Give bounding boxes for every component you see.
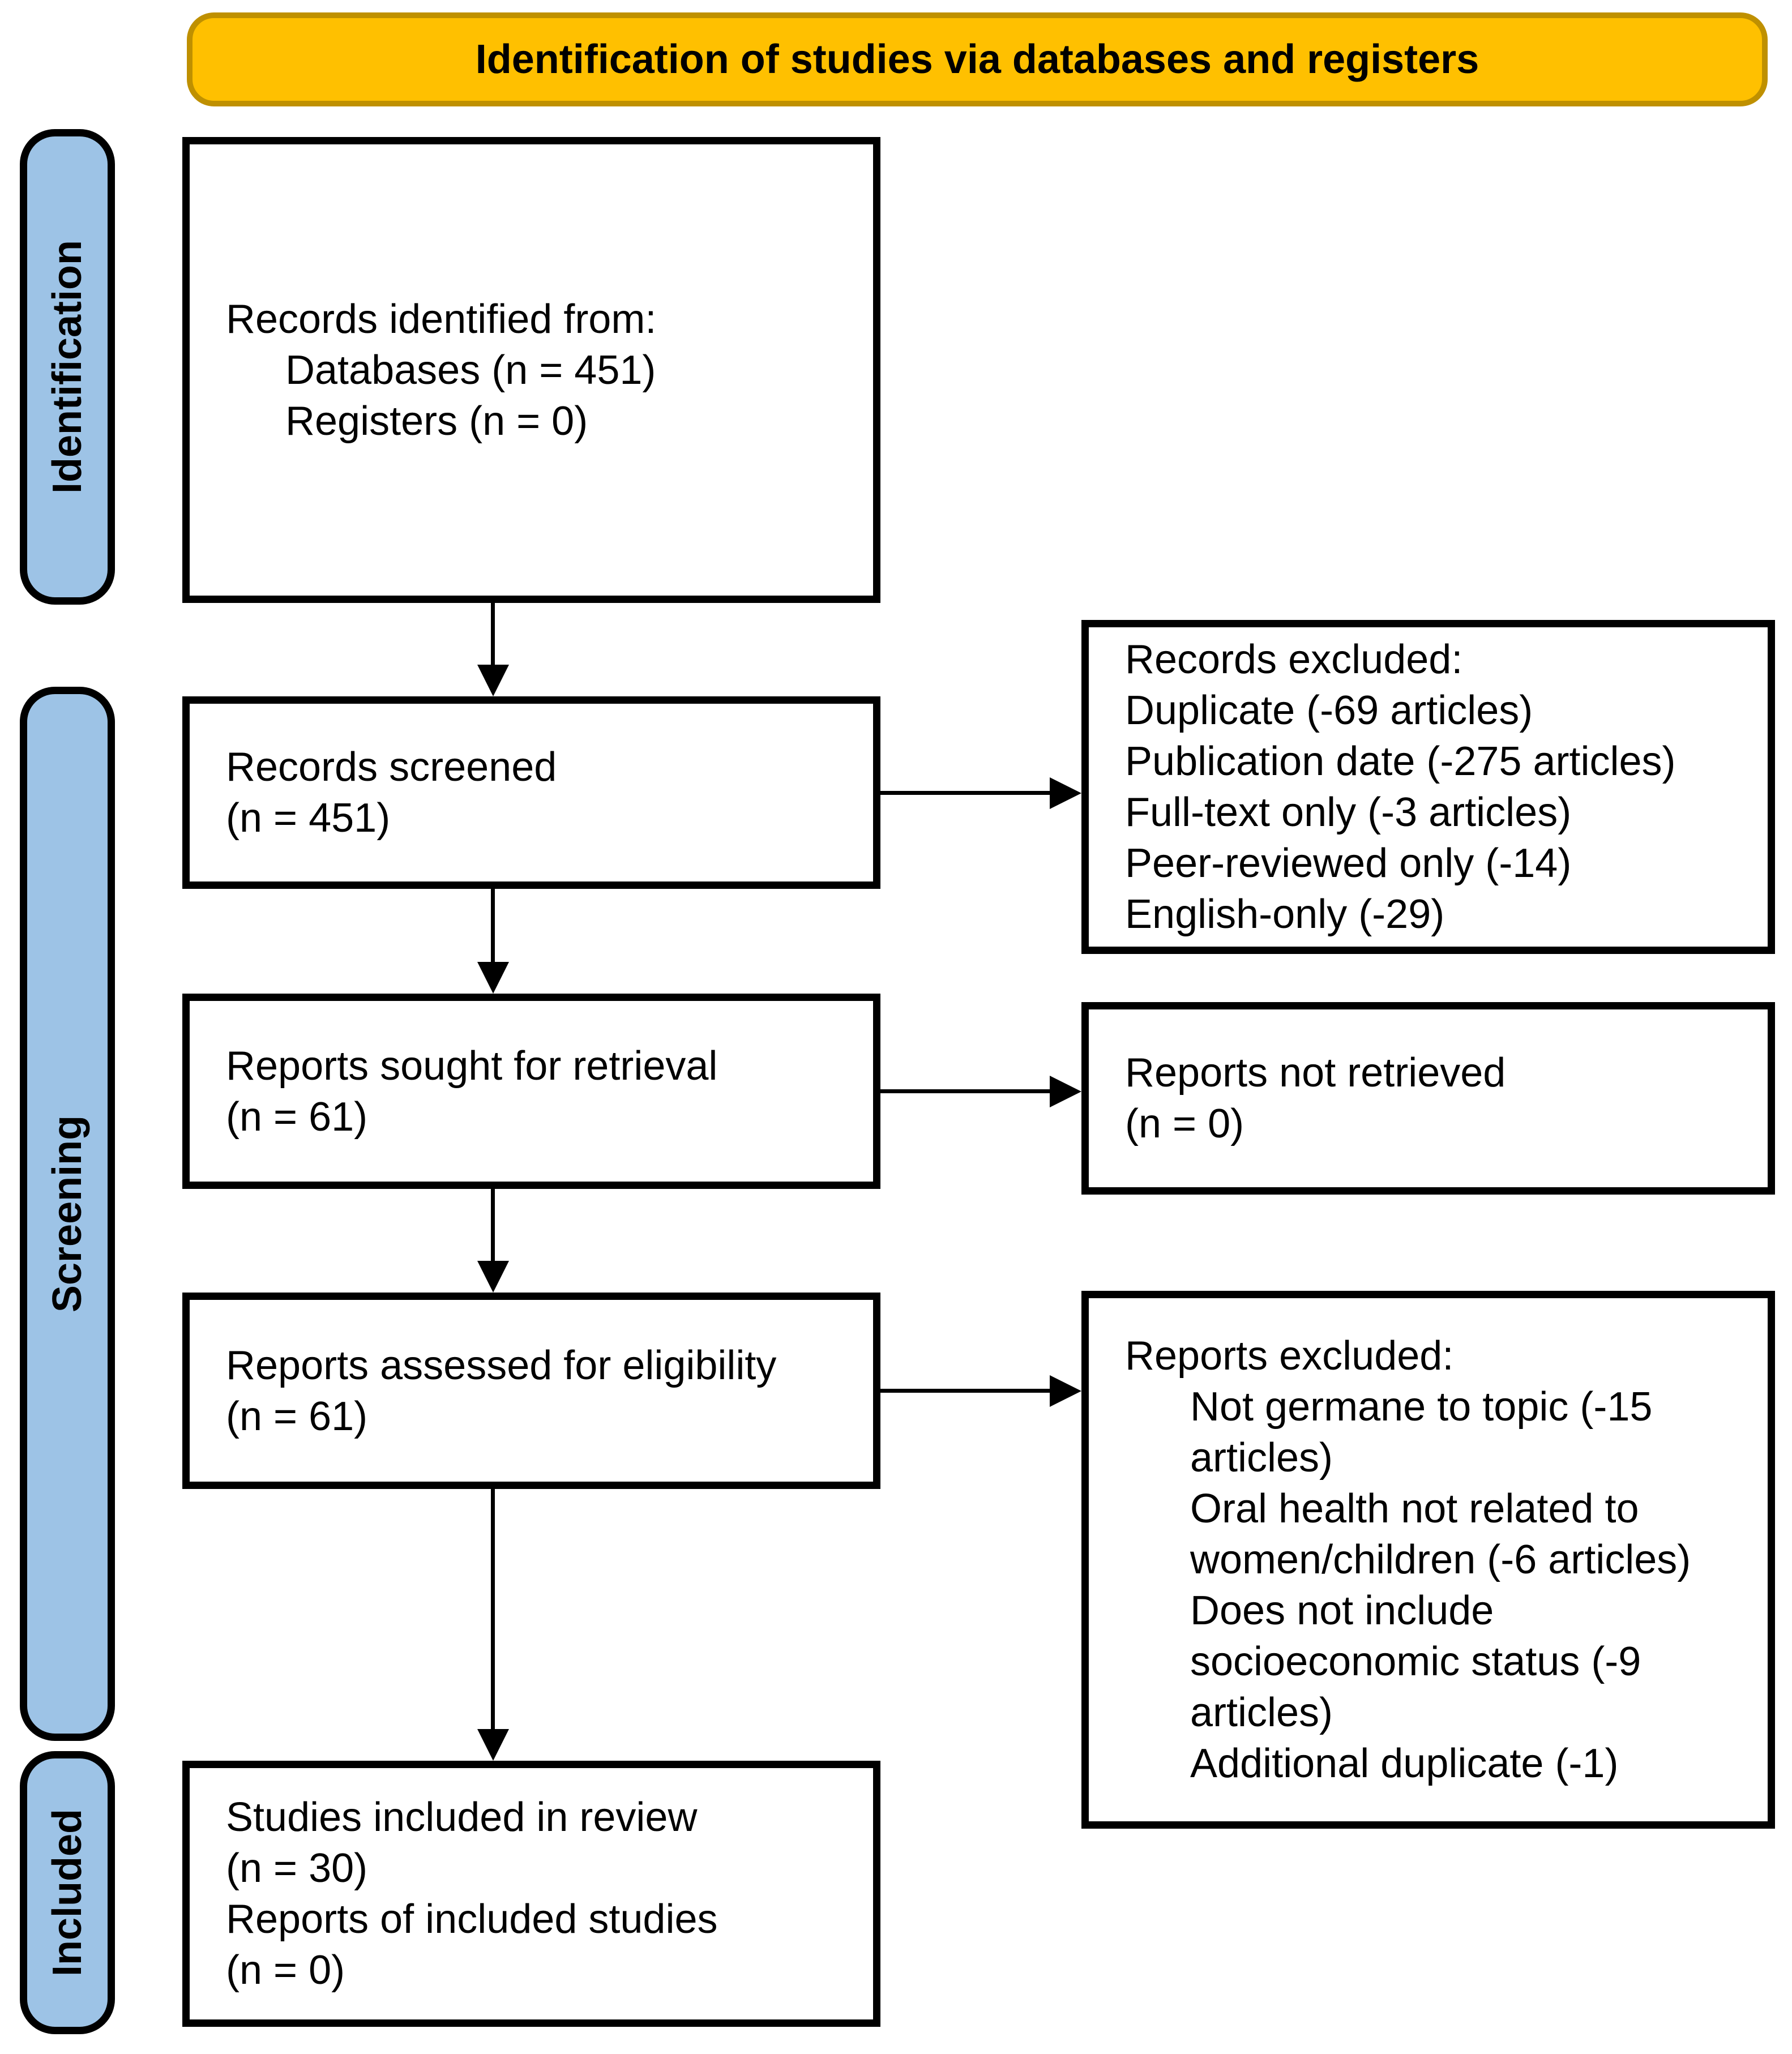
box-records-excluded: Records excluded: Duplicate (-69 article…: [1081, 620, 1775, 954]
stage-included: Included: [20, 1751, 115, 2034]
arrow-line: [880, 791, 1050, 795]
records-identified-registers: Registers (n = 0): [285, 398, 588, 444]
stage-included-label: Included: [45, 1808, 91, 1977]
box-records-identified: Records identified from: Databases (n = …: [182, 137, 880, 603]
reports-excluded-additional-duplicate: Additional duplicate (-1): [1190, 1741, 1619, 1786]
box-reports-assessed: Reports assessed for eligibility (n = 61…: [182, 1293, 880, 1489]
studies-included-count: (n = 30): [226, 1846, 368, 1891]
stage-identification: Identification: [20, 129, 115, 605]
records-screened-label: Records screened: [226, 744, 557, 790]
reports-excluded-not-germane: Not germane to topic (-15 articles): [1190, 1384, 1653, 1480]
box-records-screened: Records screened (n = 451): [182, 696, 880, 889]
records-excluded-duplicate: Duplicate (-69 articles): [1125, 688, 1533, 733]
arrow-line: [880, 1089, 1050, 1093]
records-screened-count: (n = 451): [226, 795, 391, 841]
arrow-line: [491, 603, 495, 668]
arrow-down-icon: [477, 1261, 509, 1293]
records-excluded-publication-date: Publication date (-275 articles): [1125, 739, 1676, 784]
records-excluded-heading: Records excluded:: [1125, 637, 1463, 682]
studies-included-label: Studies included in review: [226, 1795, 698, 1840]
arrow-right-icon: [1050, 777, 1081, 809]
arrow-line: [491, 1489, 495, 1732]
arrow-down-icon: [477, 1729, 509, 1761]
records-excluded-peer-reviewed: Peer-reviewed only (-14): [1125, 841, 1572, 886]
reports-excluded-heading: Reports excluded:: [1125, 1333, 1454, 1379]
title-banner: Identification of studies via databases …: [187, 12, 1768, 106]
reports-excluded-socioeconomic: Does not include socioeconomic status (-…: [1190, 1588, 1641, 1735]
arrow-line: [880, 1389, 1050, 1393]
stage-screening-label: Screening: [45, 1115, 90, 1313]
arrow-down-icon: [477, 962, 509, 994]
box-studies-included: Studies included in review (n = 30) Repo…: [182, 1761, 880, 2027]
records-excluded-full-text: Full-text only (-3 articles): [1125, 790, 1572, 835]
reports-assessed-count: (n = 61): [226, 1393, 368, 1439]
records-identified-databases: Databases (n = 451): [285, 347, 656, 393]
reports-not-retrieved-label: Reports not retrieved: [1125, 1050, 1506, 1096]
stage-identification-label: Identification: [45, 240, 90, 494]
reports-excluded-oral-health: Oral health not related to women/childre…: [1190, 1486, 1691, 1582]
box-reports-excluded: Reports excluded: Not germane to topic (…: [1081, 1291, 1775, 1829]
reports-assessed-label: Reports assessed for eligibility: [226, 1342, 777, 1388]
arrow-right-icon: [1050, 1076, 1081, 1107]
box-reports-sought: Reports sought for retrieval (n = 61): [182, 994, 880, 1189]
records-excluded-english-only: English-only (-29): [1125, 892, 1445, 937]
reports-not-retrieved-count: (n = 0): [1125, 1101, 1244, 1146]
diagram-title: Identification of studies via databases …: [475, 37, 1479, 82]
reports-sought-label: Reports sought for retrieval: [226, 1043, 718, 1089]
reports-included-count: (n = 0): [226, 1948, 345, 1993]
records-identified-heading: Records identified from:: [226, 296, 657, 342]
reports-sought-count: (n = 61): [226, 1094, 368, 1140]
stage-screening: Screening: [20, 687, 115, 1741]
arrow-line: [491, 889, 495, 965]
arrow-down-icon: [477, 665, 509, 696]
arrow-right-icon: [1050, 1375, 1081, 1407]
arrow-line: [491, 1189, 495, 1264]
box-reports-not-retrieved: Reports not retrieved (n = 0): [1081, 1002, 1775, 1195]
reports-included-label: Reports of included studies: [226, 1897, 718, 1942]
